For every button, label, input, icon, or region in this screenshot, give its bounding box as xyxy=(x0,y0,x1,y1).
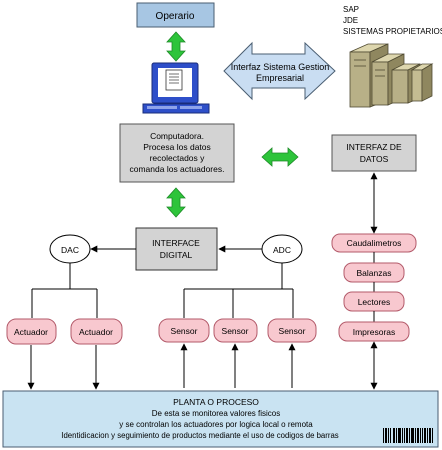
computadora-line3: recolectados y xyxy=(150,153,206,163)
sensor-box-1 xyxy=(158,318,210,343)
actuador-box-2 xyxy=(70,318,123,345)
sensor-label-1: Sensor xyxy=(171,326,198,336)
interfaz-erp-line1: Interfaz Sistema Gestion xyxy=(231,62,330,72)
green-double-arrow-1 xyxy=(166,31,186,62)
interfaz-datos-line1: INTERFAZ DE xyxy=(346,142,402,152)
impresoras-box xyxy=(338,321,410,342)
lectores-label: Lectores xyxy=(358,297,391,307)
computadora-line2: Procesa los datos xyxy=(143,142,211,152)
planta-line1: De esta se monitorea valores fisicos xyxy=(152,409,281,418)
interface-digital-line2: DIGITAL xyxy=(160,250,193,260)
actuador-label-1: Actuador xyxy=(14,327,48,337)
adc-label: ADC xyxy=(273,245,291,255)
interfaz-datos-box xyxy=(331,134,417,172)
sensor-label-2: Sensor xyxy=(222,326,249,336)
interfaz-erp-line2: Empresarial xyxy=(256,73,304,83)
impresoras-label: Impresoras xyxy=(353,327,396,337)
sensor-box-3 xyxy=(267,318,317,343)
balanzas-label: Balanzas xyxy=(357,268,392,278)
interfaz-erp-arrow: Interfaz Sistema Gestion Empresarial xyxy=(223,41,336,101)
interface-digital-line1: INTERFACE xyxy=(152,238,200,248)
caudalimetros-label: Caudalimetros xyxy=(347,238,402,248)
planta-line3: Identidicacion y seguimiento de producto… xyxy=(61,431,338,440)
green-double-arrow-2 xyxy=(261,147,299,167)
operario-label: Operario xyxy=(156,11,195,22)
computer-icon xyxy=(142,62,210,114)
operario-box xyxy=(136,2,215,28)
computadora-line1: Computadora. xyxy=(150,131,204,141)
barcode-icon xyxy=(383,428,433,443)
planta-title: PLANTA O PROCESO xyxy=(173,397,259,407)
computadora-line4: comanda los actuadores. xyxy=(130,164,225,174)
erp-label-jde: JDE xyxy=(343,16,358,25)
planta-line2: y se controlan los actuadores por logica… xyxy=(119,420,313,429)
erp-label-sap: SAP xyxy=(343,5,359,14)
dac-label: DAC xyxy=(61,245,79,255)
sensor-box-2 xyxy=(213,318,258,343)
planta-box xyxy=(2,390,439,448)
interface-digital-box xyxy=(135,227,218,271)
sensor-label-3: Sensor xyxy=(279,326,306,336)
adc-tree xyxy=(183,263,294,318)
server-rack-icon xyxy=(349,43,434,108)
interfaz-datos-line2: DATOS xyxy=(360,154,389,164)
computadora-box xyxy=(119,123,235,183)
green-double-arrow-3 xyxy=(166,187,186,218)
actuador-box-1 xyxy=(6,318,57,345)
dac-tree xyxy=(31,263,98,318)
erp-label-sistemas: SISTEMAS PROPIETARIOS xyxy=(343,27,442,36)
actuador-label-2: Actuador xyxy=(79,327,113,337)
